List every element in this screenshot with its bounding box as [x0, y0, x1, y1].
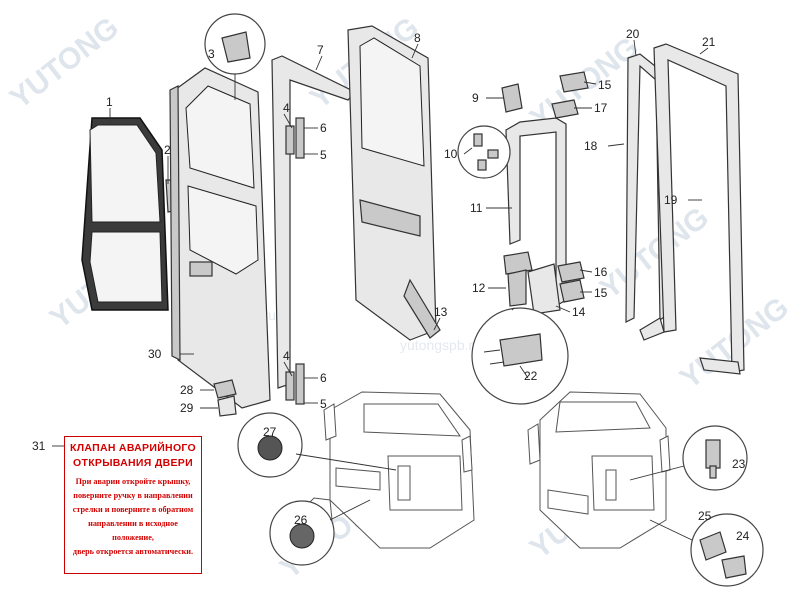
callout-4: 4	[283, 101, 290, 115]
sign-body-line6: дверь откроется автоматически.	[72, 547, 194, 556]
callout-22: 22	[524, 369, 538, 383]
seals-18-21	[625, 43, 745, 375]
callout-19: 19	[664, 193, 678, 207]
emergency-valve-sign: КЛАПАН АВАРИЙНОГО ОТКРЫВАНИЯ ДВЕРИ При а…	[64, 436, 202, 574]
watermark-text: YUTONG	[594, 201, 715, 306]
sign-title-line1: КЛАПАН АВАРИЙНОГО	[69, 442, 196, 454]
callout-29: 29	[180, 401, 194, 415]
callout-26: 26	[294, 513, 308, 527]
callout-8: 8	[414, 31, 421, 45]
sign-body-line5: положение,	[112, 533, 154, 542]
watermark-site: yutongspb.ru	[400, 337, 481, 353]
callout-6b: 6	[320, 371, 327, 385]
callout-4b: 4	[283, 349, 290, 363]
callout-31: 31	[32, 439, 46, 453]
callout-23: 23	[732, 457, 746, 471]
callout-2: 2	[164, 143, 171, 157]
callout-27: 27	[263, 425, 277, 439]
hinge-upper	[283, 113, 318, 159]
callout-6: 6	[320, 121, 327, 135]
callout-25: 25	[698, 509, 712, 523]
callout-16: 16	[594, 265, 608, 279]
sign-body-line4: направлении в исходное	[88, 519, 178, 528]
part-1-window-glass	[81, 117, 169, 311]
callout-11: 11	[470, 201, 483, 215]
sign-title-line2: ОТКРЫВАНИЯ ДВЕРИ	[73, 457, 193, 469]
sign-body-line1: При аварии откройте крышку,	[75, 477, 191, 486]
callout-18: 18	[584, 139, 598, 153]
sign-body-line3: стрелки и поверните в обратном	[72, 505, 194, 514]
callout-15b: 15	[594, 286, 608, 300]
callout-30: 30	[148, 347, 162, 361]
callout-17: 17	[594, 101, 608, 115]
callout-24: 24	[736, 529, 750, 543]
callout-15: 15	[598, 78, 612, 92]
callout-7: 7	[317, 43, 324, 57]
part-30-door-leaf	[165, 67, 271, 409]
callout-20: 20	[626, 27, 640, 41]
callout-21: 21	[702, 35, 716, 49]
callout-14: 14	[572, 305, 586, 319]
sign-instructions: При аварии откройте крышку, поверните ру…	[73, 475, 193, 559]
callout-13: 13	[434, 305, 448, 319]
mechanism-assembly	[457, 71, 589, 405]
callout-12: 12	[472, 281, 486, 295]
callout-9: 9	[472, 91, 479, 105]
part-7-seal	[271, 55, 356, 389]
sign-body-line2: поверните ручку в направлении	[73, 491, 193, 500]
bus-illustration-left	[237, 391, 475, 566]
callout-28: 28	[180, 383, 194, 397]
part-8-door-panel	[347, 25, 441, 341]
part-3-detail	[204, 13, 266, 100]
leader-lines	[52, 39, 709, 447]
callout-10: 10	[444, 147, 458, 161]
callout-5b: 5	[320, 397, 327, 411]
hinge-lower	[283, 361, 318, 405]
part-28-29	[213, 379, 237, 417]
callout-3: 3	[208, 47, 215, 61]
callout-1: 1	[106, 95, 113, 109]
bus-illustration-right	[527, 391, 764, 587]
callout-5: 5	[320, 148, 327, 162]
callout-labels: 1 2 3 4 6 5 7 8 9 10 11 12 13 14 15 17 1…	[32, 27, 750, 543]
